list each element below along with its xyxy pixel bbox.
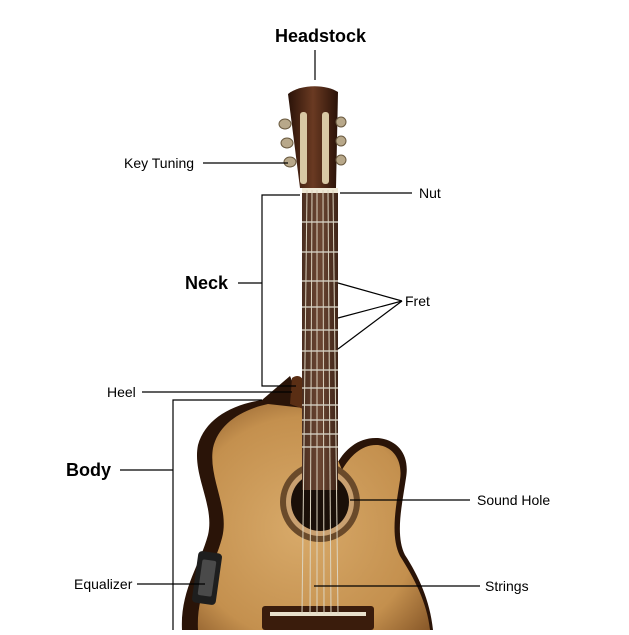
nut <box>302 188 338 193</box>
fretboard <box>302 190 338 490</box>
tuning-keys-left <box>278 118 297 168</box>
body-label: Body <box>66 460 111 480</box>
guitar-neck <box>302 188 338 490</box>
guitar-strings <box>301 189 339 615</box>
bridge <box>262 606 374 630</box>
guitar-body <box>181 376 433 630</box>
leader-lines <box>120 50 480 630</box>
guitar-headstock <box>278 86 347 188</box>
headstock-slot-left <box>300 112 307 184</box>
neck-label: Neck <box>185 273 229 293</box>
fret-leader-1 <box>337 282 403 302</box>
headstock-label: Headstock <box>275 26 367 46</box>
equalizer-knob-strip <box>197 559 217 597</box>
frets <box>302 221 338 448</box>
fret-label: Fret <box>405 293 430 309</box>
fret-leader-3 <box>337 300 403 350</box>
headstock-plate <box>288 86 338 188</box>
tuning-keys-right <box>335 116 347 166</box>
saddle <box>270 612 366 616</box>
strings-label: Strings <box>485 578 529 594</box>
body-bracket <box>172 399 262 630</box>
nut-label: Nut <box>419 185 441 201</box>
fret-leader-2 <box>337 300 403 319</box>
sound-hole-label: Sound Hole <box>477 492 551 508</box>
heel-label: Heel <box>107 384 136 400</box>
headstock-slot-right <box>322 112 329 184</box>
equalizer-label: Equalizer <box>74 576 133 592</box>
key-tuning-label: Key Tuning <box>124 155 195 171</box>
neck-bracket <box>261 194 300 387</box>
